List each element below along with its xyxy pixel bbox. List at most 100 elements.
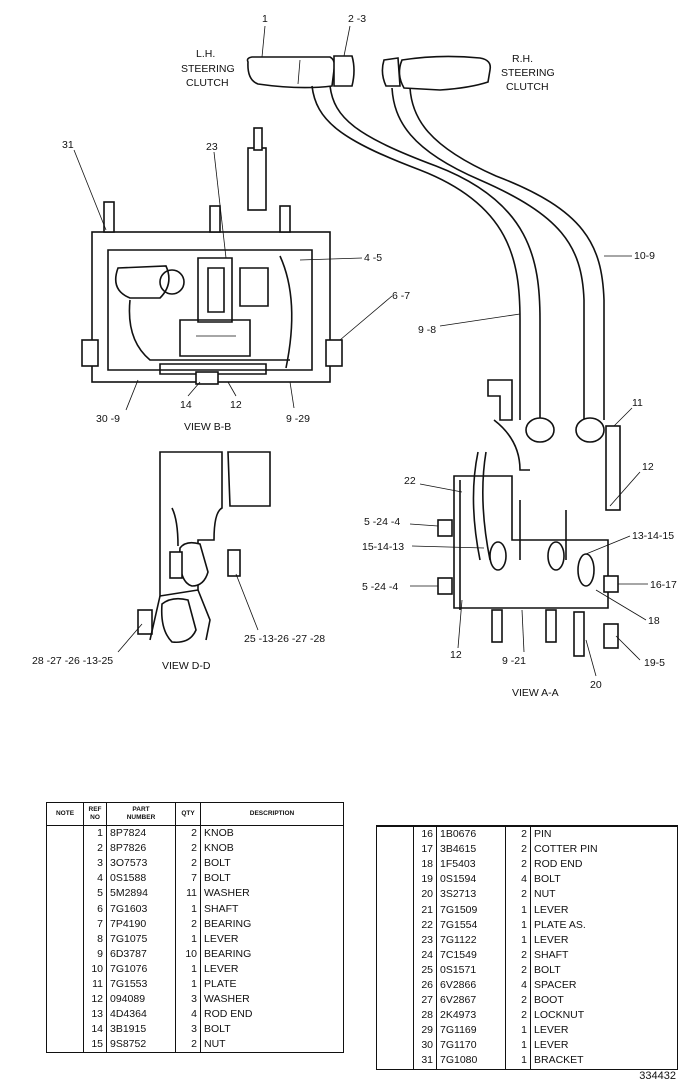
- qty-cell: 4: [175, 1007, 201, 1023]
- description-cell: LEVER: [204, 962, 239, 975]
- description-cell: PIN: [534, 828, 552, 841]
- description-cell: LEVER: [534, 1039, 569, 1052]
- callout: 10-9: [634, 250, 655, 262]
- ref-cell: 27: [413, 993, 437, 1009]
- ref-cell: 7: [83, 916, 107, 932]
- qty-cell: 2: [505, 842, 531, 858]
- note-cell: [46, 1037, 84, 1053]
- part-number-cell: 8P7826: [106, 841, 176, 857]
- description-cell: BRACKET: [534, 1054, 584, 1067]
- qty-cell: 2: [505, 947, 531, 963]
- callout: 30 -9: [96, 413, 120, 425]
- document-number: 334432: [639, 1070, 676, 1082]
- callout: 14: [180, 399, 192, 411]
- ref-cell: 29: [413, 1023, 437, 1039]
- callout: 12: [642, 461, 654, 473]
- view-titles: L.H. STEERING CLUTCH R.H. STEERING CLUTC…: [162, 48, 559, 699]
- qty-cell: 1: [505, 1023, 531, 1039]
- part-number-cell: 3S2713: [436, 887, 506, 903]
- part-number-cell: 6V2866: [436, 977, 506, 994]
- qty-cell: 1: [505, 1038, 531, 1054]
- ref-cell: 26: [413, 977, 437, 994]
- part-number-cell: 5M2894: [106, 886, 176, 902]
- view-bb-title: VIEW B-B: [184, 421, 231, 433]
- note-cell: [46, 992, 84, 1008]
- note-cell: [46, 886, 84, 902]
- callout: 9 -29: [286, 413, 310, 425]
- note-cell: [376, 1023, 414, 1039]
- ref-cell: 5: [83, 886, 107, 902]
- callout: 12: [450, 649, 462, 661]
- qty-cell: 2: [505, 962, 531, 978]
- callout: 9 -21: [502, 655, 526, 667]
- note-cell: [46, 901, 84, 917]
- qty-cell: 2: [505, 887, 531, 903]
- description-cell: SHAFT: [204, 902, 239, 915]
- ref-cell: 14: [83, 1022, 107, 1038]
- view-dd-title: VIEW D-D: [162, 660, 211, 672]
- part-number-cell: 7P4190: [106, 916, 176, 932]
- callout: 28 -27 -26 -13-25: [32, 655, 113, 667]
- lh-title-line1: L.H.: [196, 48, 215, 60]
- lh-knob: [246, 55, 355, 89]
- ref-cell: 15: [83, 1037, 107, 1053]
- qty-cell: 11: [175, 886, 201, 902]
- note-cell: [46, 946, 84, 962]
- description-cell: BOOT: [534, 994, 564, 1007]
- qty-cell: 2: [505, 857, 531, 873]
- col-ref-line1: REF: [88, 806, 102, 813]
- ref-cell: 6: [83, 901, 107, 917]
- description-cell: LEVER: [534, 1024, 569, 1037]
- description-cell: BEARING: [204, 917, 252, 930]
- part-number-cell: 0S1594: [436, 872, 506, 888]
- ref-cell: 30: [413, 1038, 437, 1054]
- note-cell: [46, 1007, 84, 1023]
- qty-cell: 1: [175, 976, 201, 993]
- lh-title-line3: CLUTCH: [186, 77, 229, 89]
- qty-cell: 2: [175, 916, 201, 932]
- rh-title-line2: STEERING: [501, 67, 555, 79]
- part-number-cell: 3B1915: [106, 1022, 176, 1038]
- ref-cell: 9: [83, 946, 107, 962]
- part-number-cell: 0S1571: [436, 962, 506, 978]
- qty-cell: 1: [175, 931, 201, 947]
- note-cell: [376, 917, 414, 933]
- description-cell: KNOB: [204, 842, 234, 855]
- note-cell: [46, 931, 84, 947]
- callout: 5 -24 -4: [362, 581, 398, 593]
- part-number-cell: 1F5403: [436, 857, 506, 873]
- qty-cell: 2: [175, 841, 201, 857]
- callout: 6 -7: [392, 290, 410, 302]
- qty-cell: 2: [175, 825, 201, 842]
- view-aa-assembly: [437, 379, 621, 657]
- callout: 19-5: [644, 657, 665, 669]
- note-cell: [46, 856, 84, 872]
- ref-cell: 13: [83, 1007, 107, 1023]
- callout: 13-14-15: [632, 530, 674, 542]
- note-cell: [46, 841, 84, 857]
- note-cell: [376, 993, 414, 1009]
- qty-cell: 2: [505, 826, 531, 843]
- qty-cell: 4: [505, 977, 531, 994]
- part-number-cell: 7G1603: [106, 901, 176, 917]
- qty-cell: 1: [505, 1053, 531, 1069]
- qty-cell: 1: [505, 932, 531, 948]
- qty-cell: 1: [505, 902, 531, 918]
- qty-cell: 4: [505, 872, 531, 888]
- callout: 12: [230, 399, 242, 411]
- ref-cell: 4: [83, 871, 107, 887]
- ref-cell: 1: [83, 825, 107, 842]
